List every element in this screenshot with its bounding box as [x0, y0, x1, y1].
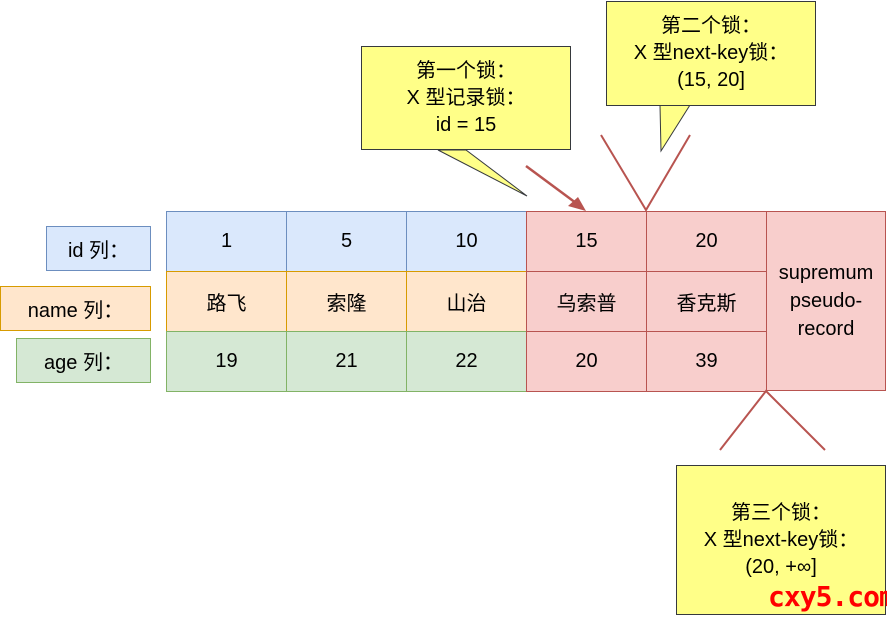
cell-id: 5 — [286, 211, 407, 272]
callout-text: 第三个锁： — [731, 501, 831, 524]
callout-second-lock: 第二个锁： X 型next-key锁： (15, 20] — [606, 1, 816, 106]
cell-age: 22 — [406, 331, 527, 392]
callout-text: X 型记录锁： — [406, 86, 526, 109]
callout-text: (20, +∞] — [745, 555, 817, 578]
cell-age: 21 — [286, 331, 407, 392]
cell-age: 19 — [166, 331, 287, 392]
cell-name: 路飞 — [166, 271, 287, 332]
callout-text: 第二个锁： — [661, 15, 761, 37]
gap-lock-marker-2 — [719, 389, 826, 451]
record-lock-arrow — [525, 164, 581, 208]
cell-id: 15 — [526, 211, 647, 272]
cell-name: 香克斯 — [646, 271, 767, 332]
cell-id: 20 — [646, 211, 767, 272]
id-column-label: id 列： — [46, 226, 151, 271]
callout-first-lock: 第一个锁： X 型记录锁： id = 15 — [361, 46, 571, 150]
callout-text: X 型next-key锁： — [703, 528, 859, 551]
callout-text: (15, 20] — [677, 69, 745, 91]
callout-text: X 型next-key锁： — [633, 42, 789, 64]
cell-name: 乌索普 — [526, 271, 647, 332]
callout-text: 第一个锁： — [416, 59, 516, 82]
cell-id: 10 — [406, 211, 527, 272]
gap-lock-marker-1 — [600, 134, 691, 212]
cell-age: 20 — [526, 331, 647, 392]
callout-third-lock: 第三个锁： X 型next-key锁： (20, +∞] — [676, 465, 886, 615]
callout-text: id = 15 — [435, 113, 497, 136]
watermark: cxy5.com — [768, 580, 887, 613]
age-column-label: age 列： — [16, 338, 151, 383]
name-column-label: name 列： — [0, 286, 151, 331]
supremum-record: supremum pseudo-record — [766, 211, 886, 391]
cell-name: 索隆 — [286, 271, 407, 332]
callout-1-tail — [437, 149, 528, 197]
arrow-head — [568, 197, 586, 211]
